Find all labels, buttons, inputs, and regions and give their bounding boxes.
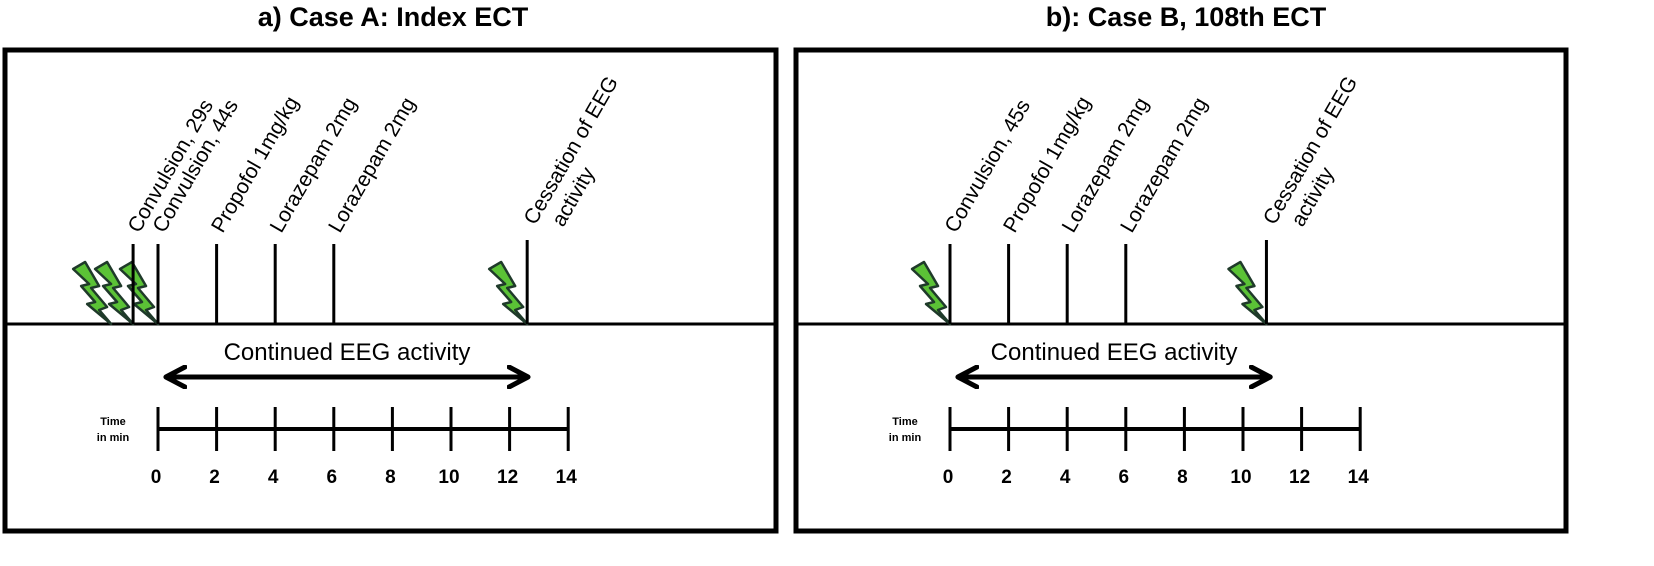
time-axis-label: in min	[889, 432, 922, 444]
time-tick-label: 14	[1348, 467, 1370, 488]
lightning-bolt-icon	[1227, 260, 1268, 326]
time-tick-label: 4	[268, 467, 279, 488]
time-tick-label: 4	[1060, 467, 1071, 488]
lightning-bolt-icon	[487, 260, 529, 326]
time-axis-label: in min	[97, 432, 130, 444]
time-tick-label: 2	[209, 467, 220, 488]
lightning-bolt-icon	[93, 260, 135, 326]
time-tick-label: 8	[1177, 467, 1188, 488]
time-tick-label: 6	[1119, 467, 1130, 488]
time-axis-label: Time	[100, 416, 125, 428]
panel-title: b): Case B, 108th ECT	[1046, 2, 1327, 32]
time-tick-label: 2	[1001, 467, 1012, 488]
panel-frame	[793, 47, 1569, 534]
time-tick-label: 0	[151, 467, 162, 488]
time-tick-label: 12	[1289, 467, 1310, 488]
time-tick-label: 10	[1230, 467, 1251, 488]
lightning-bolt-icon	[910, 260, 952, 326]
time-axis-label: Time	[892, 416, 917, 428]
time-tick-label: 14	[556, 467, 578, 488]
lightning-bolt-icon	[118, 260, 160, 326]
lightning-bolt-icon	[71, 260, 113, 326]
eeg-activity-label: Continued EEG activity	[991, 339, 1238, 366]
time-tick-label: 8	[385, 467, 396, 488]
panel-title: a) Case A: Index ECT	[258, 2, 529, 32]
eeg-activity-label: Continued EEG activity	[224, 339, 471, 366]
time-tick-label: 12	[497, 467, 518, 488]
panel-frame	[2, 47, 779, 534]
time-tick-label: 10	[438, 467, 459, 488]
time-tick-label: 0	[943, 467, 954, 488]
time-tick-label: 6	[327, 467, 338, 488]
